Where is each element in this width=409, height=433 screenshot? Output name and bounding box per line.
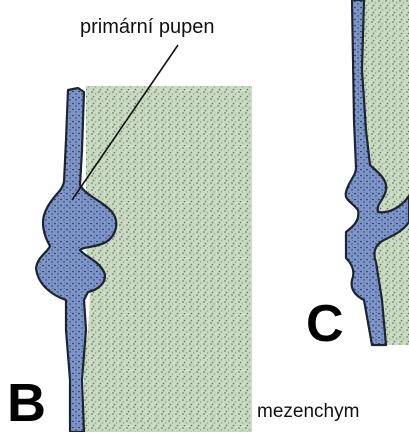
primary-bud-label: primární pupen (80, 16, 215, 39)
mesenchyme-label: mezenchym (257, 401, 359, 423)
mesenchyme-b (84, 86, 252, 432)
panel-label-c: C (306, 298, 344, 350)
panel-label-b: B (7, 376, 46, 430)
